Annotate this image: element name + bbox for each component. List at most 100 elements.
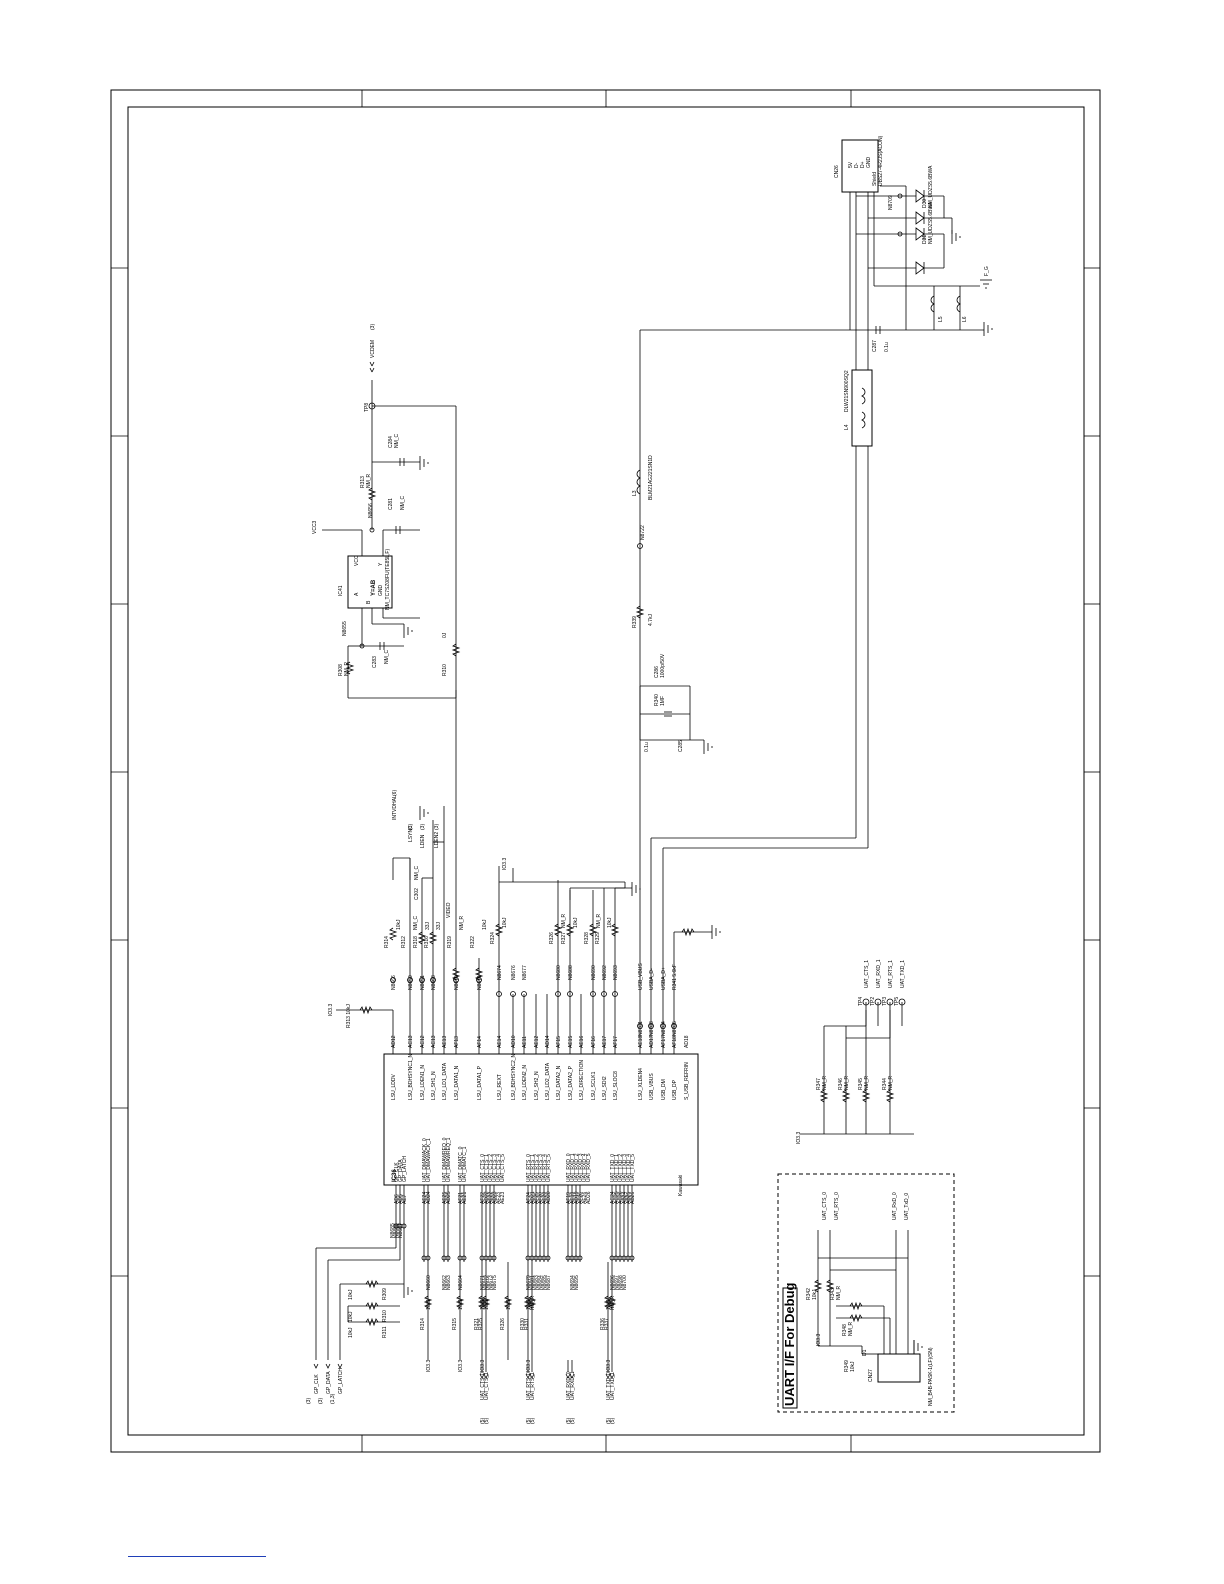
ic41-ref: IC41: [338, 585, 344, 596]
ic36-pin-name: UAT_DMAWREQ_1: [446, 1137, 452, 1182]
lsu-node-label: N8668: [431, 975, 437, 990]
uat-sheet-label: (5): [530, 1418, 536, 1424]
cn26-part: UBS27-4R2JS(ACON): [878, 135, 884, 186]
pullup-res-val: 10kJ: [607, 917, 613, 928]
testpoint-res-ref: R347: [816, 1078, 822, 1090]
gp-sheet-label: (1,3): [330, 1393, 336, 1404]
left-res-val: 10kJ: [426, 1299, 432, 1310]
testpoint-net: UAT_RTS_1: [888, 960, 894, 988]
ic41-pin-vcc: VCC: [354, 555, 360, 566]
ic36-pin-name: UAT_CTS_3: [492, 1154, 498, 1182]
gp-node-label: N8687: [398, 1223, 404, 1238]
ic36-pin-number: AF19: [566, 1192, 572, 1204]
lsu-node-label: N8671: [477, 975, 483, 990]
left-node-label: N8672: [484, 1275, 490, 1290]
ic36-pin-name: LSU_SH2_N: [534, 1071, 540, 1100]
uat-net-label: UAT_RTS_0: [526, 1372, 532, 1400]
ic36-pin-number: AF17: [661, 1036, 667, 1048]
ic36-pin-number: AE18: [638, 1036, 644, 1048]
debug-net-cts: UAT_CTS_0: [822, 1192, 828, 1220]
l4-part: DLW21SN900SQ2: [844, 370, 850, 412]
r348-ref: R348: [842, 1324, 848, 1336]
ic41-pin-gnd: GND: [378, 585, 384, 597]
ic36-pin-name: LSU_REXT: [497, 1074, 503, 1100]
ic36-pin-number: AD14: [545, 1035, 551, 1048]
usb-filter-block: R339 4.7kJ N8722 L3 BLM21AG221SN1D R340 …: [632, 329, 906, 752]
testpoint-res-val: NM_R: [888, 1075, 894, 1090]
ic36-pin-name: LSU_SDI2: [602, 1076, 608, 1100]
resistor-r341: [681, 927, 695, 937]
ic41-c-left: C283: [372, 656, 378, 668]
resistor-r327: [565, 923, 575, 937]
usb-node-label: N8704: [661, 1021, 667, 1036]
left-node-label: N8673: [488, 1275, 494, 1290]
ic36-pin-number: AF25: [534, 1192, 540, 1204]
lsu-res-ref: R318: [413, 936, 419, 948]
uat-sheet-label: (5): [606, 1418, 612, 1424]
lsu-res-val: 33J: [425, 921, 431, 930]
c286-val: 1000p/50V: [660, 653, 666, 678]
gp-net-label: GP_CLK: [314, 1374, 320, 1394]
ic41-c-left-val: NM_C: [384, 649, 390, 664]
lsu-node-label: N8651: [420, 975, 426, 990]
ic36-pin-name: UAT_DMATC_0: [458, 1146, 464, 1182]
ic36-pin-number: AE16: [579, 1036, 585, 1048]
pullup-node-label: N8693: [613, 965, 619, 980]
ic36-pin-number: AE21: [462, 1192, 468, 1204]
lsu-node-label: N8670: [454, 975, 460, 990]
testpoint-res-ref: R346: [838, 1078, 844, 1090]
debug-gnd-label: D1: [862, 1349, 868, 1356]
ic36-pin-name: UAT_TXD_0: [610, 1154, 616, 1182]
debug-net-rts: UAT_RTS_0: [834, 1192, 840, 1220]
ic41-r-left-val: NM_R: [344, 661, 350, 676]
pullup-res-ref: R326: [549, 932, 555, 944]
usb-pin-labels: N8701USB_VBUSN8703USBA_D-N8704USBA_D+N87…: [637, 963, 678, 1036]
ic36-pin-name: LSU_DATA2_P: [568, 1065, 574, 1100]
gp-node-label: N8685: [390, 1223, 396, 1238]
usb-node-marker: [671, 1023, 677, 1029]
ic36-vendor: Kawasaki: [678, 1175, 684, 1196]
pullup-res-ref: R328: [584, 932, 590, 944]
left-res-ref: R336: [600, 1318, 606, 1330]
r342-val: 10kJ: [812, 1289, 818, 1300]
debug-supply: IO3.3: [816, 1334, 822, 1346]
usb-net-label: USBA_D-: [649, 968, 655, 990]
left-res-ref: R325: [478, 1318, 484, 1330]
ic36-pin-name: UAT_DMAWACK_1: [426, 1138, 432, 1182]
pullup-res-ref: R324: [490, 932, 496, 944]
left-res-ref: R337: [604, 1318, 610, 1330]
ic36-pin-name: UAT_RXD_3: [578, 1153, 584, 1182]
c285-val: 0.1u: [644, 742, 650, 752]
ic36-pin-number: AD23: [492, 1191, 498, 1204]
ic36-pin-name: LSU_XLDEN4: [638, 1068, 644, 1100]
fg-label: F_G: [984, 266, 990, 276]
left-res-ref: R314: [420, 1318, 426, 1330]
n8722-label: N8722: [640, 525, 646, 540]
lsu-res-ref: R312: [401, 936, 407, 948]
gp-res-ref: R311: [382, 1326, 388, 1338]
usb-differential-lines: L4 DLW21SN900SQ2: [651, 190, 873, 849]
resistor-r322: [474, 967, 484, 981]
uat-sheet-label: (5): [610, 1418, 616, 1424]
sheet-frame: [110, 89, 1101, 1453]
usb-node-label: N8705: [672, 1021, 678, 1036]
ic41-pin-a: A: [354, 592, 360, 596]
ic36-pin-number: AD17: [649, 1035, 655, 1048]
net-node-marker: [590, 991, 596, 997]
ic36-pin-name: UAT_RXD_1: [570, 1153, 576, 1182]
ic36-pin-name: UAT_RXD_0: [566, 1153, 572, 1182]
ic41-node-right: N8656: [368, 503, 374, 518]
testpoint-net: UAT_TXD_1: [900, 960, 906, 988]
uat-net-label: UAT_TXD_1: [610, 1372, 616, 1400]
left-res-ref: R321: [474, 1318, 480, 1330]
pullup-res-val: NM_R: [561, 913, 567, 928]
ic36-pin-number: AE7: [402, 1194, 408, 1204]
testpoint-net: UAT_RXD_1: [876, 959, 882, 988]
pullup-node-label: N8688: [568, 965, 574, 980]
net-node-marker: [390, 977, 396, 983]
left-node-label: N8679: [526, 1275, 532, 1290]
ic36-pin-name: USB_DP: [672, 1079, 678, 1100]
uat-net-label: UAT_RXD_0: [566, 1371, 572, 1400]
